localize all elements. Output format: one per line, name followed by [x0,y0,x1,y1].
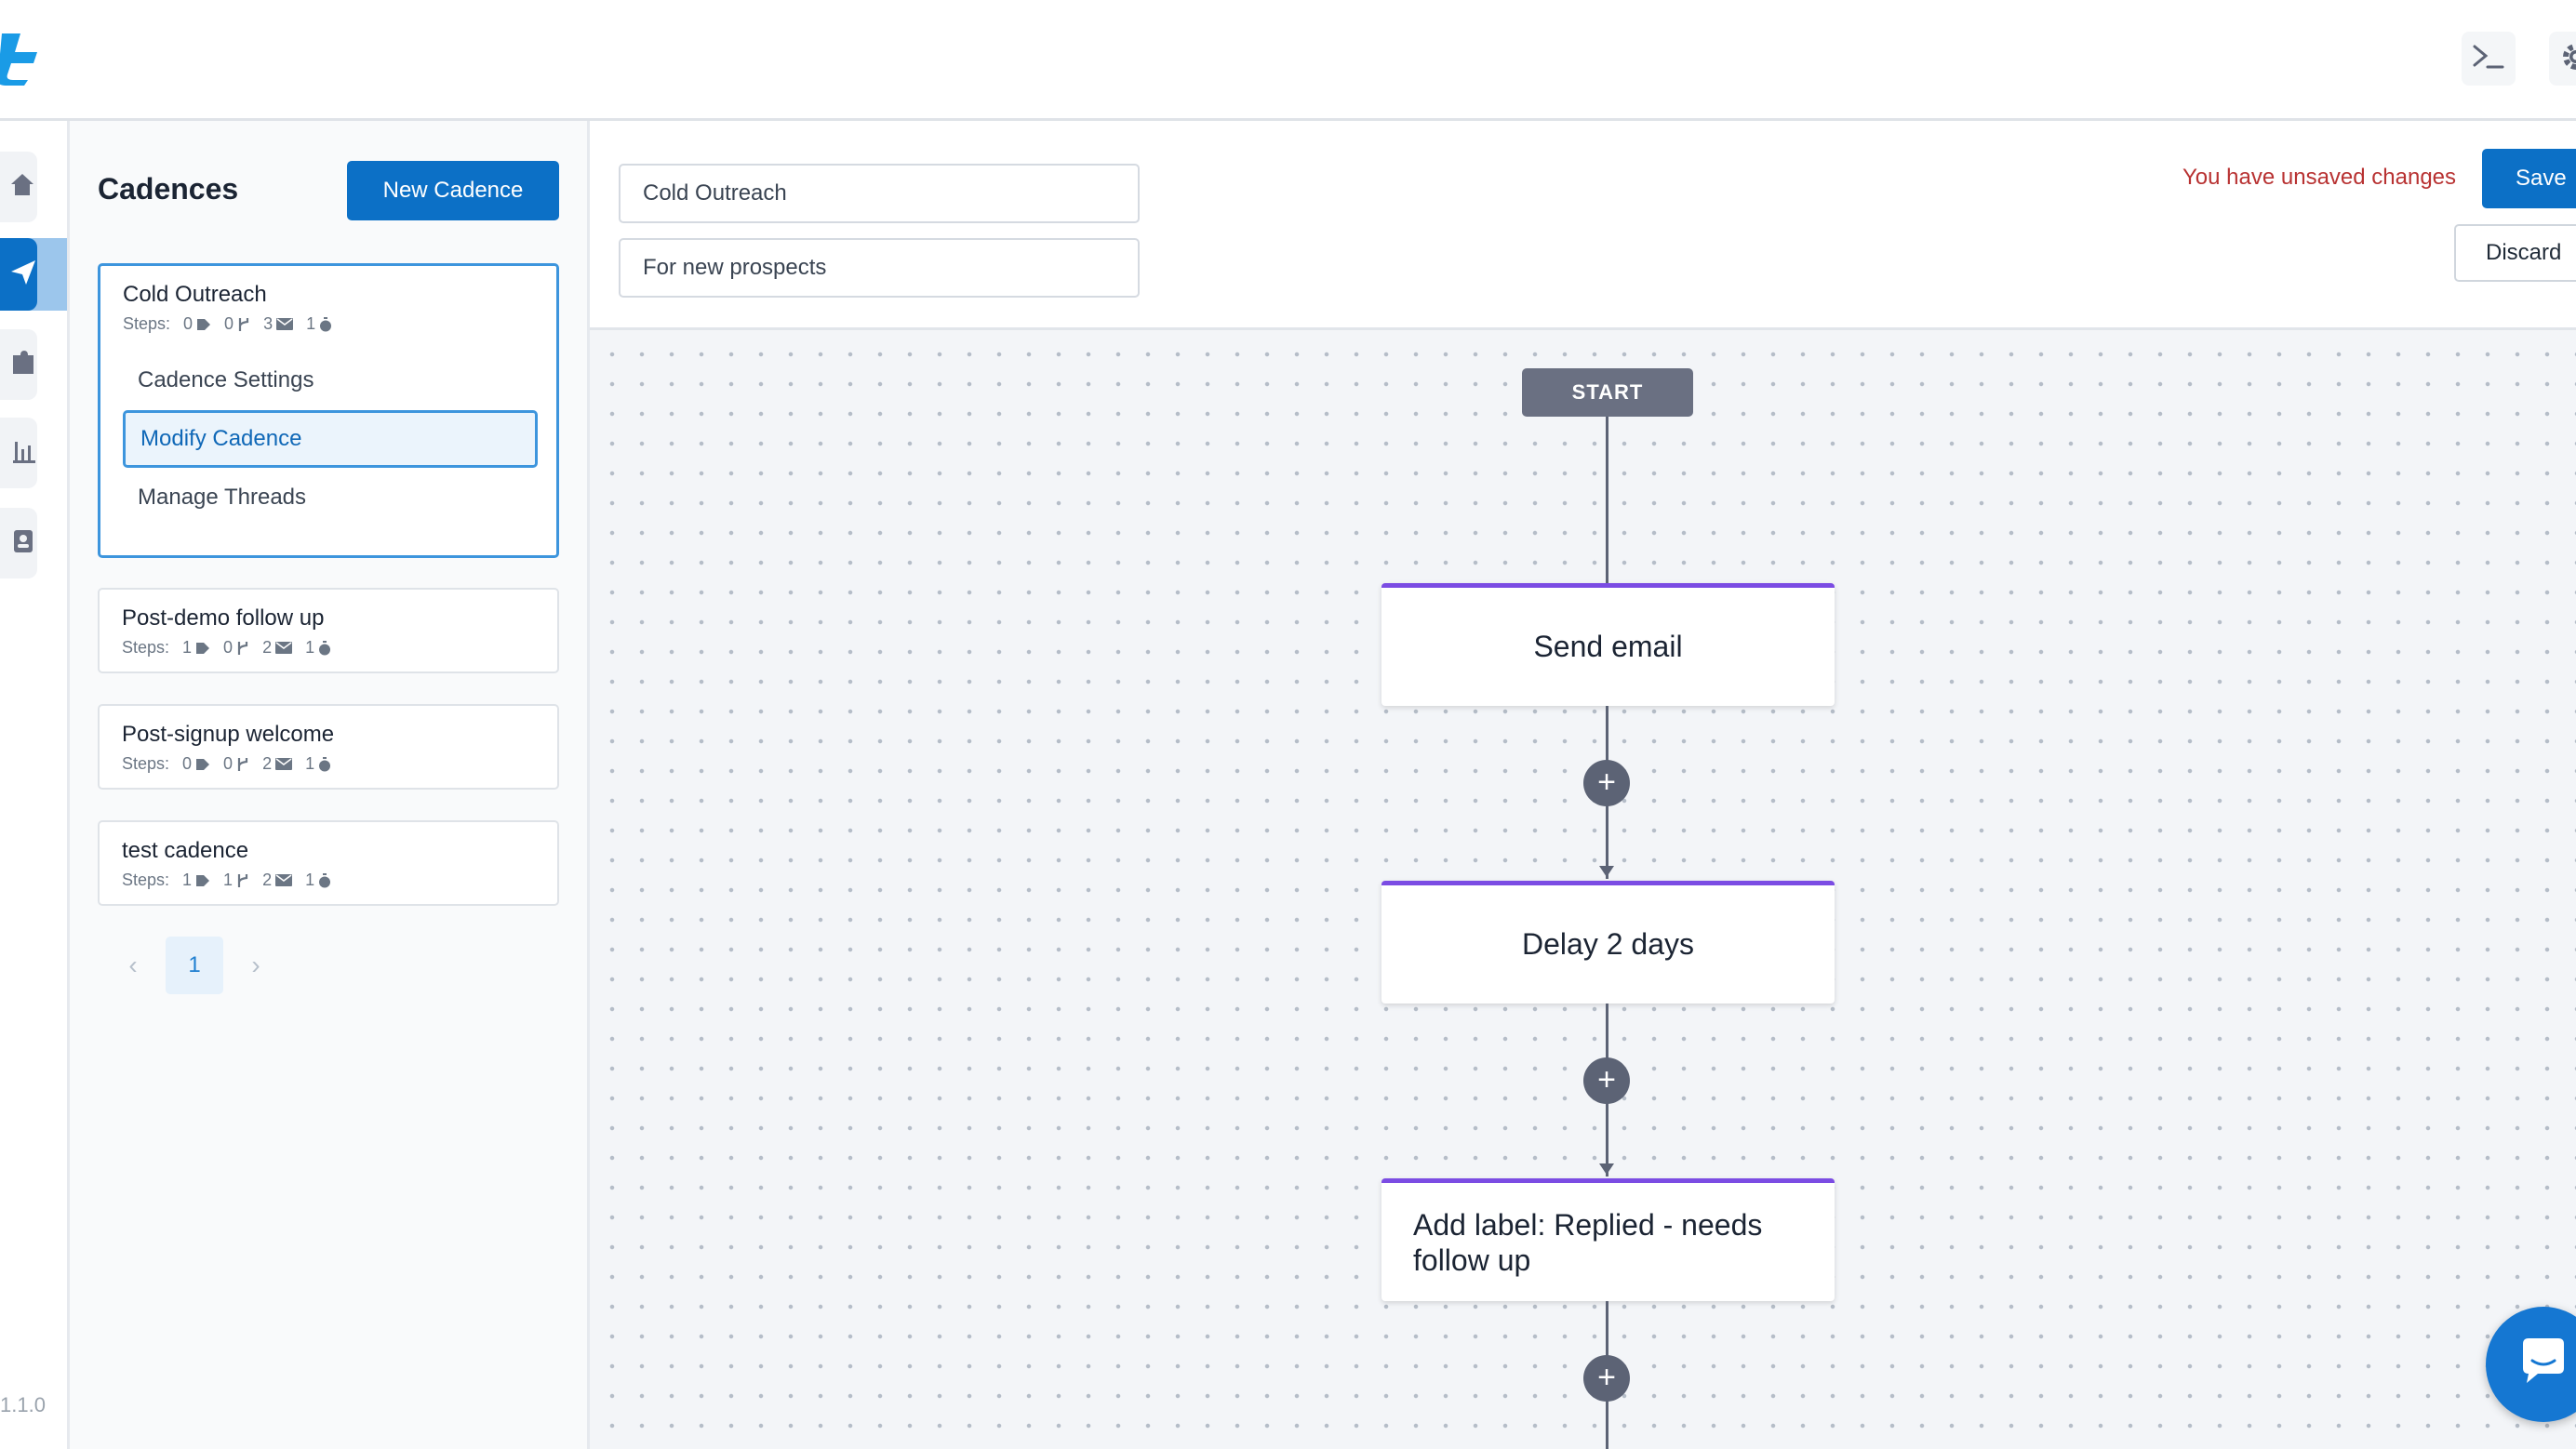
delay-count: 1 [305,754,331,774]
envelope-icon [275,642,293,654]
cadence-card-test[interactable]: test cadence Steps: 1 1 2 1 [98,820,559,906]
delay-count: 1 [305,871,331,890]
steps-label: Steps: [122,871,170,889]
editor-header [590,121,2576,330]
save-button[interactable]: Save [2482,149,2576,208]
branch-count: 0 [224,314,250,334]
label-count: 0 [183,314,211,334]
email-count: 2 [262,638,293,658]
cadence-steps: Steps: 1 0 2 1 [122,638,331,658]
step-send-email[interactable]: Send email [1381,583,1835,706]
cadence-steps: Steps: 1 1 2 1 [122,871,331,890]
submenu-manage-threads[interactable]: Manage Threads [138,485,307,510]
add-step-button[interactable]: + [1583,1355,1630,1402]
nav-rail [0,121,70,1449]
stopwatch-icon [319,756,331,771]
tag-icon [196,758,210,770]
contacts-icon [11,528,37,559]
branch-icon [238,317,249,331]
cadence-card-post-signup[interactable]: Post-signup welcome Steps: 0 0 2 1 [98,704,559,790]
branch-count: 1 [223,871,249,890]
email-count: 2 [262,754,293,774]
tag-icon [196,874,210,886]
terminal-icon [2471,43,2506,75]
new-cadence-button[interactable]: New Cadence [347,161,559,220]
steps-label: Steps: [122,754,170,773]
cadence-name: test cadence [122,838,249,863]
brand-logo-icon[interactable] [0,28,41,87]
cadence-name-input[interactable] [619,164,1140,223]
label-count: 1 [182,871,210,890]
cadence-steps: Steps: 0 0 2 1 [122,754,331,774]
cadence-card-post-demo[interactable]: Post-demo follow up Steps: 1 0 2 1 [98,588,559,673]
stopwatch-icon [320,316,332,331]
unsaved-changes-message: You have unsaved changes [2182,165,2457,190]
home-icon [9,171,37,204]
cadence-steps: Steps: 0 0 3 1 [123,314,332,334]
branch-icon [237,641,248,655]
branch-count: 0 [223,638,249,658]
steps-label: Steps: [123,314,171,333]
puzzle-icon [11,350,37,380]
nav-cadences[interactable] [0,238,37,311]
email-count: 3 [263,314,294,334]
envelope-icon [275,874,293,886]
delay-count: 1 [306,314,332,334]
add-step-button[interactable]: + [1583,760,1630,806]
chat-launcher-button[interactable] [2486,1307,2576,1422]
arrow-down-icon [1599,866,1614,877]
envelope-icon [276,318,294,330]
stopwatch-icon [319,872,331,887]
step-delay[interactable]: Delay 2 days [1381,881,1835,1004]
cadence-name: Post-signup welcome [122,722,335,747]
step-add-label[interactable]: Add label: Replied - needs follow up [1381,1178,1835,1301]
branch-icon [237,873,248,887]
top-bar [0,0,2576,121]
bar-chart-icon [11,438,37,469]
panel-title: Cadences [98,172,239,206]
submenu-modify-cadence[interactable]: Modify Cadence [123,410,538,468]
nav-contacts[interactable] [0,508,37,578]
gear-icon [2560,41,2576,77]
submenu-cadence-settings[interactable]: Cadence Settings [138,367,314,392]
add-step-button[interactable]: + [1583,1057,1630,1104]
cadence-description-input[interactable] [619,238,1140,298]
envelope-icon [275,758,293,770]
pagination: ‹ 1 › [119,937,270,994]
arrow-down-icon [1599,1163,1614,1175]
paper-plane-icon [9,259,37,291]
nav-home[interactable] [0,152,37,222]
steps-label: Steps: [122,638,170,657]
nav-reports[interactable] [0,418,37,488]
email-count: 2 [262,871,293,890]
cadence-card-cold-outreach[interactable]: Cold Outreach Steps: 0 0 3 1 Cadence Set… [98,263,559,558]
connector-line [1606,417,1608,584]
label-count: 0 [182,754,210,774]
nav-integrations[interactable] [0,329,37,400]
page-number[interactable]: 1 [166,937,223,994]
tag-icon [196,642,210,654]
stopwatch-icon [319,640,331,655]
chat-bubble-icon [2516,1335,2571,1395]
next-page-button[interactable]: › [251,950,260,979]
delay-count: 1 [305,638,331,658]
discard-button[interactable]: Discard [2454,224,2576,282]
branch-count: 0 [223,754,249,774]
prev-page-button[interactable]: ‹ [128,950,138,979]
cadence-name: Cold Outreach [123,282,267,307]
branch-icon [237,757,248,771]
app-version: 1.1.0 [0,1393,46,1416]
terminal-button[interactable] [2462,32,2516,86]
settings-button[interactable] [2549,32,2576,86]
flow-start-node: START [1522,368,1693,417]
flow-canvas[interactable] [590,330,2576,1449]
tag-icon [197,318,211,330]
cadence-name: Post-demo follow up [122,605,325,631]
label-count: 1 [182,638,210,658]
